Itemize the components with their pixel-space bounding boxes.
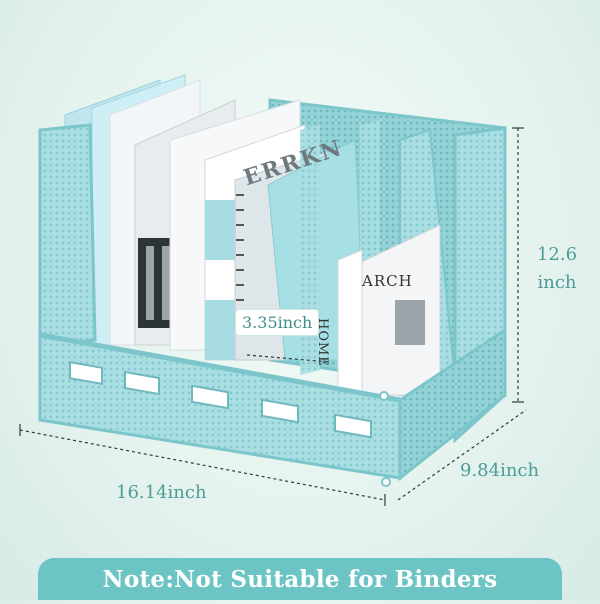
dimension-lines <box>19 128 527 501</box>
depth-dimension-label: 9.84inch <box>460 460 540 481</box>
organizer-left-panel <box>38 123 97 347</box>
notebook-spiral <box>236 194 244 301</box>
label-holders <box>69 361 372 439</box>
dimension-ticks <box>19 127 524 506</box>
book-home <box>337 249 363 396</box>
height-unit: inch <box>537 272 577 293</box>
book-home-title: HOME <box>315 318 330 367</box>
slot-width-label: 3.35inch <box>236 310 319 335</box>
note-banner: Note:Not Suitable for Binders <box>38 558 562 600</box>
height-value: 12.6 <box>536 244 578 265</box>
book-arch-title: ARCH <box>362 272 413 290</box>
note-text: Note:Not Suitable for Binders <box>102 565 498 593</box>
height-dimension-label: 12.6 inch <box>526 244 588 294</box>
width-dimension-label: 16.14inch <box>116 482 207 503</box>
